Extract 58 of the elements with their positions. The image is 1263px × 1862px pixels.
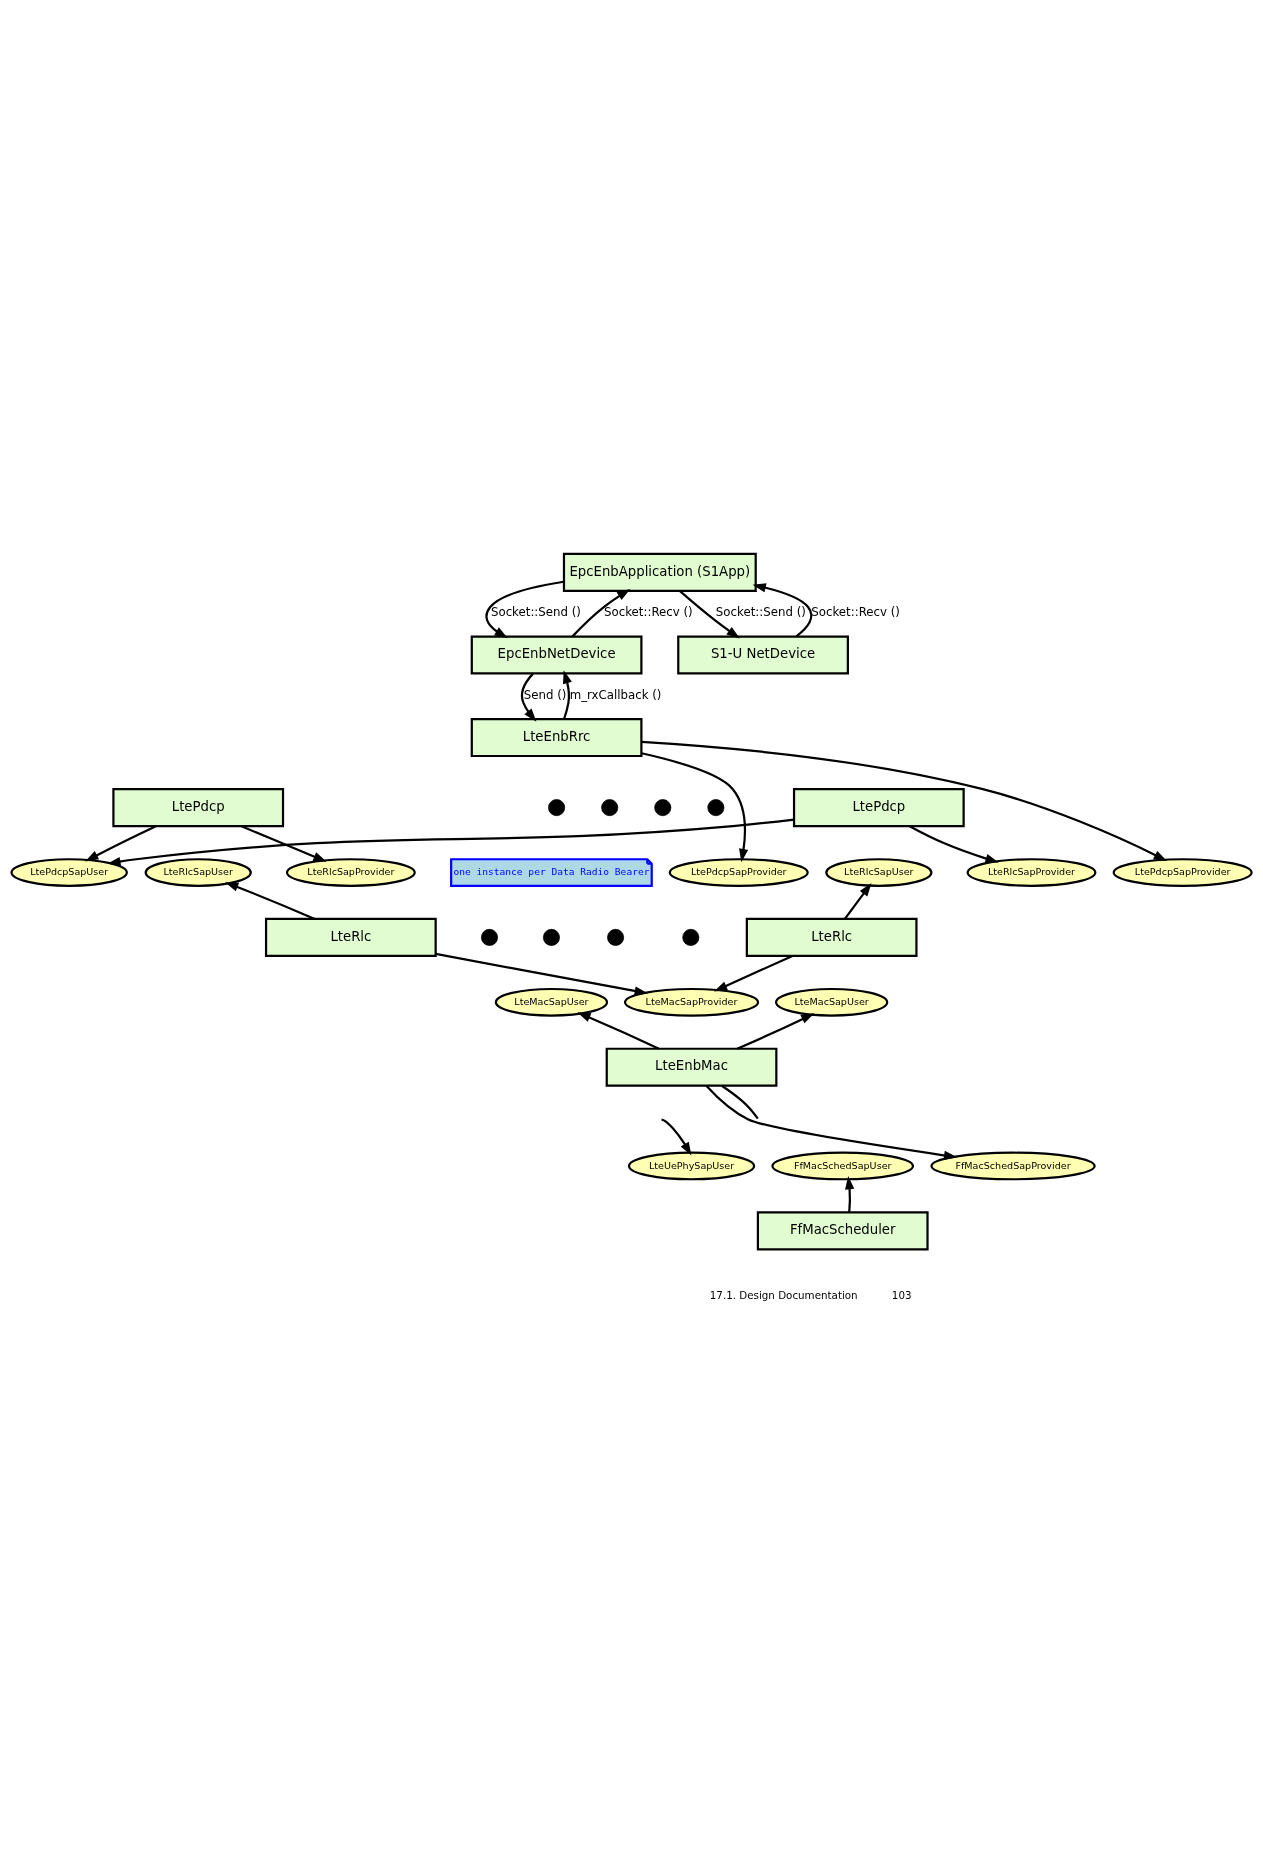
- node-ellipse: FfMacSchedSapUser: [771, 1151, 915, 1180]
- arrow: [844, 882, 872, 920]
- node-ellipse: LteMacSapUser: [775, 987, 889, 1017]
- node-box: LteEnbRrc: [470, 717, 643, 757]
- node-ellipse: LteRlcSapProvider: [285, 857, 416, 887]
- node-box: EpcEnbApplication (S1App): [562, 552, 757, 592]
- node-ellipse: LteRlcSapUser: [144, 857, 252, 887]
- arrow: [240, 824, 327, 862]
- arrow: [678, 589, 740, 638]
- arrow: [435, 952, 648, 996]
- arrow: [714, 954, 793, 991]
- arrow: [641, 751, 749, 862]
- node-circle: [601, 798, 619, 816]
- arrow: [225, 881, 316, 920]
- node-box: FfMacScheduler: [756, 1210, 929, 1250]
- arrow: [736, 1012, 815, 1050]
- node-box: LtePdcp: [112, 787, 285, 827]
- node-circle: [682, 928, 700, 946]
- node-ellipse: LteMacSapUser: [494, 987, 609, 1017]
- node-ellipse: LtePdcpSapProvider: [668, 857, 809, 887]
- arrow: [562, 669, 572, 719]
- label: 17.1. Design Documentation: [709, 1288, 858, 1301]
- node-circle: [481, 928, 498, 946]
- arrow: [571, 588, 631, 637]
- node-box: LteRlc: [745, 917, 918, 957]
- node-box: LtePdcp: [792, 787, 965, 827]
- edge-label: Socket::Recv (): [811, 604, 900, 619]
- node-circle: [607, 928, 625, 946]
- edge-label: Socket::Send (): [490, 604, 581, 619]
- node-box: EpcEnbNetDevice: [470, 634, 643, 674]
- node-box: S1-U NetDevice: [677, 634, 849, 674]
- node-ellipse: LteUePhySapUser: [627, 1151, 756, 1180]
- node-ellipse: LteRlcSapUser: [825, 857, 933, 887]
- arrow: [485, 580, 564, 638]
- arrow: [85, 824, 157, 861]
- node-circle: [707, 798, 725, 816]
- arrow: [577, 1011, 660, 1050]
- arrow: [107, 818, 795, 866]
- node-circle: [542, 928, 560, 946]
- node-box: LteEnbMac: [605, 1047, 778, 1087]
- edge-label: Socket::Send (): [715, 604, 806, 619]
- node-circle: [654, 798, 672, 816]
- connector: [721, 1084, 759, 1119]
- arrow: [520, 672, 537, 722]
- arrow: [705, 1084, 958, 1160]
- node-circle: [548, 798, 566, 816]
- arrow: [752, 582, 813, 637]
- edge-label: Socket::Recv (): [604, 604, 693, 619]
- node-box: LteRlc: [264, 917, 437, 957]
- arrow: [845, 1175, 855, 1212]
- arrow: [641, 740, 1167, 861]
- label: 103: [891, 1288, 912, 1301]
- node-ellipse: LtePdcpSapProvider: [1112, 857, 1253, 887]
- arrow: [661, 1118, 692, 1156]
- arrow: [909, 824, 999, 863]
- node-ellipse: LteRlcSapProvider: [966, 857, 1097, 887]
- edge-label: Send (): [523, 687, 567, 702]
- edge-label: m_rxCallback (): [569, 687, 662, 702]
